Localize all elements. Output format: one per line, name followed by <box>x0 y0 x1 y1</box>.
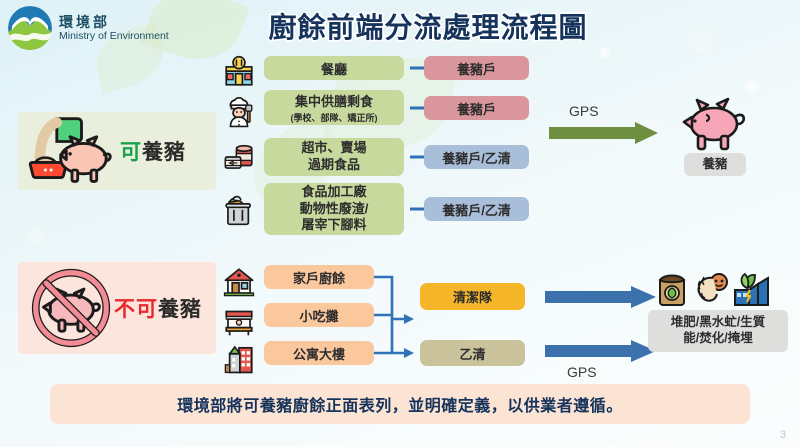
source-box-restaurant[interactable]: 餐廳 <box>264 56 404 80</box>
source-subtitle: (學校、部隊、矯正所) <box>290 113 378 123</box>
house-icon <box>222 265 256 299</box>
apartment-building-icon <box>222 341 256 375</box>
ministry-logo-mark <box>8 6 52 50</box>
mountain-wave-logo-icon <box>8 6 52 50</box>
chef-icon <box>222 95 256 129</box>
ministry-name-en: Ministry of Environment <box>59 30 169 43</box>
dest-box-pig-farm-or-cleanup-1[interactable]: 養豬戶/乙清 <box>424 145 529 169</box>
page-number: 3 <box>779 429 786 441</box>
result-label-pig-farming: 養豬 <box>684 153 746 176</box>
source-line-2: 過期食品 <box>307 157 360 172</box>
dest-box-cleanup-team[interactable]: 清潔隊 <box>420 283 525 310</box>
source-box-supermarket-expired[interactable]: 超市、賣場 過期食品 <box>264 138 404 176</box>
black-soldier-fly-larva-icon <box>697 273 728 302</box>
pig-feeding-icon <box>28 117 112 183</box>
category-rest-cannot: 養豬 <box>158 298 202 321</box>
canned-food-icon <box>222 140 256 174</box>
page-title: 廚餘前端分流處理流程圖 <box>267 11 588 45</box>
result-pig-icon <box>676 96 750 157</box>
dest-box-waste-contractor[interactable]: 乙清 <box>420 340 525 366</box>
restaurant-icon <box>222 55 256 89</box>
source-box-institutional-meals[interactable]: 集中供膳剩食 (學校、部隊、矯正所) <box>264 90 404 125</box>
summary-banner: 環境部將可養豬廚餘正面表列，並明確定義，以供業者遵循。 <box>50 384 750 424</box>
gps-label-upper: GPS <box>569 103 599 119</box>
source-title: 集中供膳剩食 <box>294 94 373 109</box>
treatment-icons-group <box>655 268 771 308</box>
gps-arrow-lower-1 <box>545 285 657 309</box>
category-label-cannot: 不可養豬 <box>114 293 202 323</box>
biomass-plant-icon <box>734 272 769 306</box>
gps-label-lower: GPS <box>567 364 597 380</box>
result-line-2: 能/焚化/掩埋 <box>683 331 753 345</box>
source-box-food-stall[interactable]: 小吃攤 <box>264 303 374 327</box>
ministry-logo: 環境部 Ministry of Environment <box>8 6 169 50</box>
source-line-1: 食品加工廠 <box>301 183 367 199</box>
source-line-2: 動物性廢渣/ <box>299 200 369 216</box>
category-rest-can: 養豬 <box>142 141 186 164</box>
source-box-household-waste[interactable]: 家戶廚餘 <box>264 265 374 289</box>
result-label-treatment-methods: 堆肥/黑水虻/生質 能/焚化/掩埋 <box>648 310 788 352</box>
source-line-1: 超市、賣場 <box>301 140 367 156</box>
food-waste-bin-icon <box>222 192 256 226</box>
compost-bag-icon <box>658 274 686 306</box>
category-prefix-cannot: 不可 <box>114 298 158 321</box>
category-prefix-can: 可 <box>120 141 142 164</box>
ministry-name-zh: 環境部 <box>59 13 110 30</box>
category-panel-cannot-feed-pigs: 不可養豬 <box>18 262 216 354</box>
category-panel-can-feed-pigs: 可養豬 <box>18 112 216 190</box>
food-stall-icon <box>222 303 256 337</box>
flow-connector-brace <box>374 272 444 369</box>
gps-arrow-lower-2 <box>545 339 657 363</box>
no-pig-icon <box>31 268 111 348</box>
dest-box-pig-farm-or-cleanup-2[interactable]: 養豬戶/乙清 <box>424 197 529 221</box>
dest-box-pig-farm-2[interactable]: 養豬戶 <box>424 96 529 120</box>
dest-box-pig-farm-1[interactable]: 養豬戶 <box>424 56 529 80</box>
source-box-food-processing-waste[interactable]: 食品加工廠 動物性廢渣/ 屠宰下腳料 <box>264 183 404 235</box>
source-line-3: 屠宰下腳料 <box>301 217 367 233</box>
source-box-apartment-building[interactable]: 公寓大樓 <box>264 341 374 365</box>
result-line-1: 堆肥/黑水虻/生質 <box>670 315 766 330</box>
category-label-can: 可養豬 <box>120 136 186 166</box>
gps-arrow-upper <box>549 122 659 144</box>
